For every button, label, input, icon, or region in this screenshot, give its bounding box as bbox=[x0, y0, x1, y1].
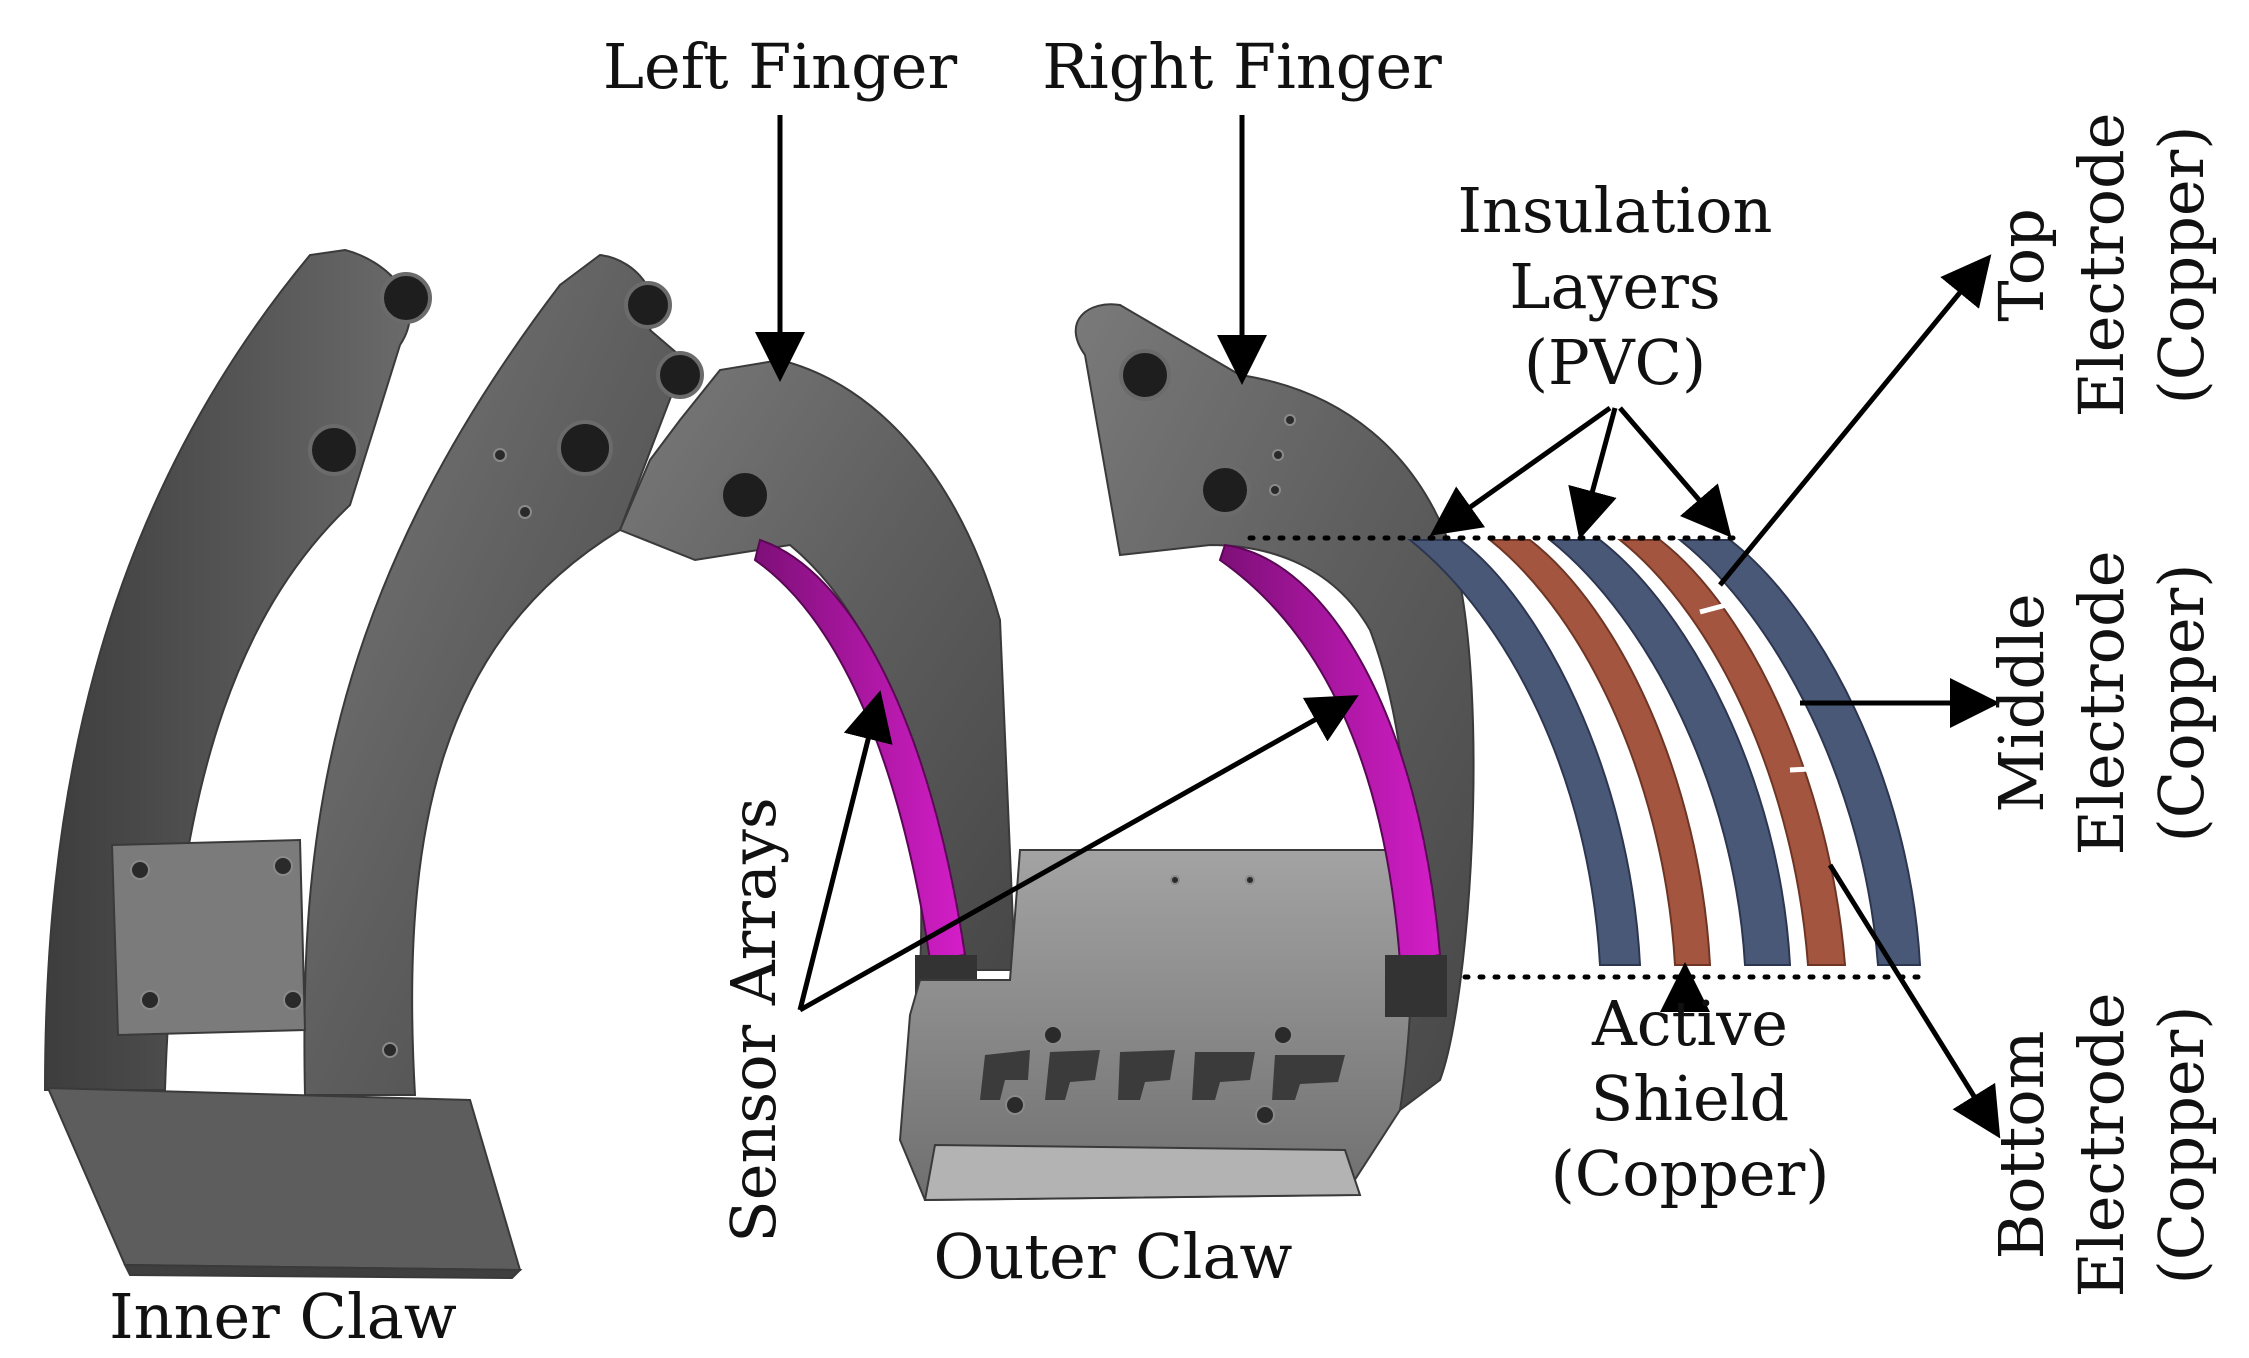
bottom-electrode-label-line2: Electrode bbox=[2065, 993, 2138, 1298]
top-electrode-label-line2: Electrode bbox=[2065, 113, 2138, 418]
insulation-layer-2 bbox=[1547, 539, 1792, 966]
active-shield-layer bbox=[1487, 539, 1712, 966]
insulation-label-line2: Layers bbox=[1509, 250, 1720, 323]
electrode-layer bbox=[1617, 539, 1847, 966]
bottom-electrode-label-line1: Bottom bbox=[1985, 1031, 2058, 1260]
insulation-layer-3 bbox=[1677, 539, 1922, 966]
top-electrode-label-line3: (Copper) bbox=[2145, 126, 2218, 405]
inner-claw bbox=[43, 248, 687, 1280]
inner-claw-label: Inner Claw bbox=[109, 1280, 457, 1353]
right-finger-label: Right Finger bbox=[1042, 30, 1442, 103]
left-finger bbox=[618, 351, 1017, 1017]
outer-claw bbox=[898, 849, 1442, 1202]
middle-electrode-label: Middle Electrode (Copper) bbox=[1985, 551, 2218, 856]
insulation-layer-1 bbox=[1407, 539, 1642, 966]
insulation-label-line3: (PVC) bbox=[1524, 326, 1706, 399]
active-shield-label-line2: Shield bbox=[1591, 1062, 1789, 1135]
active-shield-label-line1: Active bbox=[1591, 987, 1788, 1060]
right-finger bbox=[1074, 303, 1475, 1113]
sensor-arrays-label: Sensor Arrays bbox=[717, 797, 790, 1242]
outer-claw-slots bbox=[980, 1050, 1345, 1100]
middle-electrode-label-line1: Middle bbox=[1985, 593, 2058, 812]
top-electrode-label: Top Electrode (Copper) bbox=[1985, 113, 2218, 418]
middle-electrode-label-line3: (Copper) bbox=[2145, 564, 2218, 843]
sensor-layer-stack bbox=[1407, 539, 1922, 966]
left-finger-label: Left Finger bbox=[603, 30, 958, 103]
annotation-arrows bbox=[755, 115, 2001, 1139]
top-electrode-label-line1: Top bbox=[1985, 208, 2058, 322]
insulation-label-line1: Insulation bbox=[1458, 174, 1773, 247]
active-shield-label-line3: (Copper) bbox=[1551, 1137, 1830, 1210]
bottom-electrode-label: Bottom Electrode (Copper) bbox=[1985, 993, 2218, 1298]
bottom-electrode-label-line3: (Copper) bbox=[2145, 1006, 2218, 1285]
outer-claw-label: Outer Claw bbox=[933, 1220, 1292, 1293]
middle-electrode-label-line2: Electrode bbox=[2065, 551, 2138, 856]
